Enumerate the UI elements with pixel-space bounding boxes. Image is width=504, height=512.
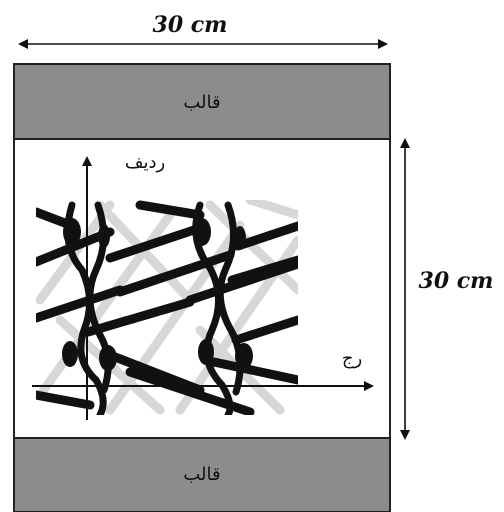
- top-mold-label: قالب: [183, 92, 220, 113]
- horizontal-axis-label: رج: [342, 348, 362, 369]
- bottom-mold-label: قالب: [183, 464, 220, 485]
- bottom-mold: [13, 437, 391, 512]
- top-mold: [13, 63, 391, 140]
- knitted-fabric-illustration: [36, 200, 298, 415]
- vertical-axis-label: ردیف: [125, 152, 165, 173]
- height-dimension-label: 30 cm: [419, 268, 494, 294]
- width-dimension-label: 30 cm: [153, 12, 228, 38]
